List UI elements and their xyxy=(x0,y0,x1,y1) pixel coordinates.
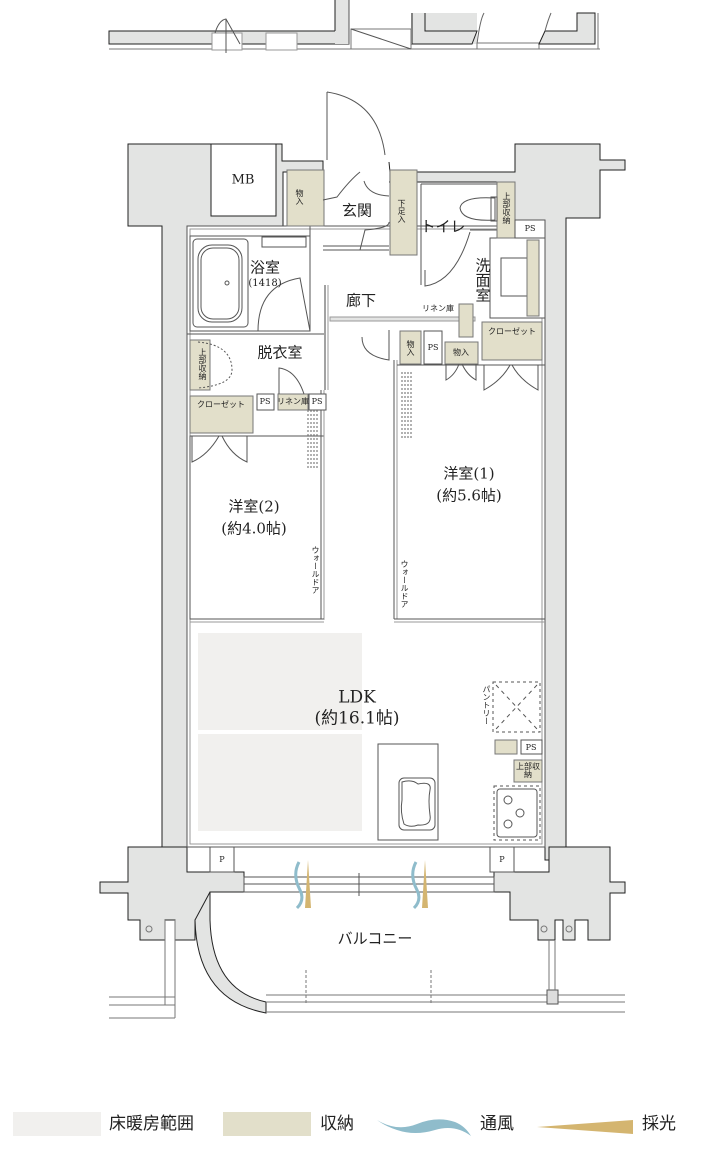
label-shoe-storage: 下足入 xyxy=(397,199,406,223)
label-pipe-right: P xyxy=(499,855,505,864)
toilet-fixture xyxy=(459,196,498,222)
label-ps-toilet: PS xyxy=(524,224,536,233)
label-bathroom-size: (1418) xyxy=(248,278,282,289)
closet-doors xyxy=(191,341,539,463)
mb-room xyxy=(210,143,277,217)
ventilation-icon xyxy=(377,1119,471,1136)
ps-boxes xyxy=(209,219,546,873)
label-ps-dressing-left: PS xyxy=(259,397,271,406)
legend-label-floor-heating: 床暖房範囲 xyxy=(109,1114,194,1134)
legend-swatch-floor-heating xyxy=(13,1112,101,1136)
label-storage-entrance: 物入 xyxy=(295,189,304,205)
balcony-railing xyxy=(109,920,625,1019)
label-room1-name: 洋室(1) xyxy=(443,464,495,483)
label-closet-room1: クローゼット xyxy=(488,327,536,336)
label-ps-kitchen: PS xyxy=(525,743,537,752)
structural-walls xyxy=(99,143,626,1014)
label-entrance: 玄関 xyxy=(341,201,373,220)
label-ldk-size: (約16.1帖) xyxy=(314,708,400,729)
balcony-window xyxy=(243,873,495,896)
legend: 床暖房範囲 収納 通風 採光 xyxy=(0,1100,701,1140)
kitchen xyxy=(377,681,541,841)
ventilation-markers xyxy=(294,861,421,910)
legend-label-storage: 収納 xyxy=(320,1114,354,1134)
label-room2-walldoor: ウォールドア xyxy=(311,546,320,594)
storage-areas xyxy=(189,169,543,783)
label-ldk-name: LDK xyxy=(338,687,376,708)
label-linen-closet-dressing: リネン庫 xyxy=(277,397,309,406)
label-balcony: バルコニー xyxy=(337,929,413,948)
label-room2-size: (約4.0帖) xyxy=(221,519,287,538)
daylight-markers xyxy=(305,860,428,908)
label-closet-room2: クローゼット xyxy=(197,400,245,409)
label-ps-hall: PS xyxy=(427,343,439,352)
label-dressing-upper-storage: 上部収納 xyxy=(198,348,207,380)
label-kitchen-upper-storage: 上部収納 xyxy=(516,762,540,779)
legend-swatch-storage xyxy=(223,1112,311,1136)
label-toilet: トイレ xyxy=(420,217,466,236)
label-ps-dressing-right: PS xyxy=(311,397,323,406)
label-toilet-upper-storage: 上部収納 xyxy=(502,192,511,224)
label-dressing-room: 脱衣室 xyxy=(257,343,303,362)
label-room1-size: (約5.6帖) xyxy=(436,486,502,505)
label-room2-name: 洋室(2) xyxy=(228,497,280,516)
label-pantry: パントリー xyxy=(482,685,491,725)
floor-plan xyxy=(99,0,626,1019)
label-washroom: 洗面室 xyxy=(473,257,492,303)
upper-corridor-walls xyxy=(108,0,600,53)
legend-label-daylight: 採光 xyxy=(642,1114,676,1134)
floor-heating-zones xyxy=(198,633,362,831)
daylight-icon xyxy=(537,1120,633,1134)
label-mb: MB xyxy=(231,172,255,188)
bathtub xyxy=(192,236,311,332)
label-linen-closet-hall: リネン庫 xyxy=(422,304,454,313)
entrance-door xyxy=(322,91,471,361)
label-pipe-left: P xyxy=(219,855,225,864)
label-hallway: 廊下 xyxy=(345,291,377,310)
label-storage-room1: 物入 xyxy=(453,348,469,357)
legend-label-ventilation: 通風 xyxy=(480,1114,514,1134)
label-storage-hall: 物入 xyxy=(406,340,415,356)
label-bathroom: 浴室 xyxy=(249,258,281,277)
label-room1-walldoor: ウォールドア xyxy=(400,560,409,608)
